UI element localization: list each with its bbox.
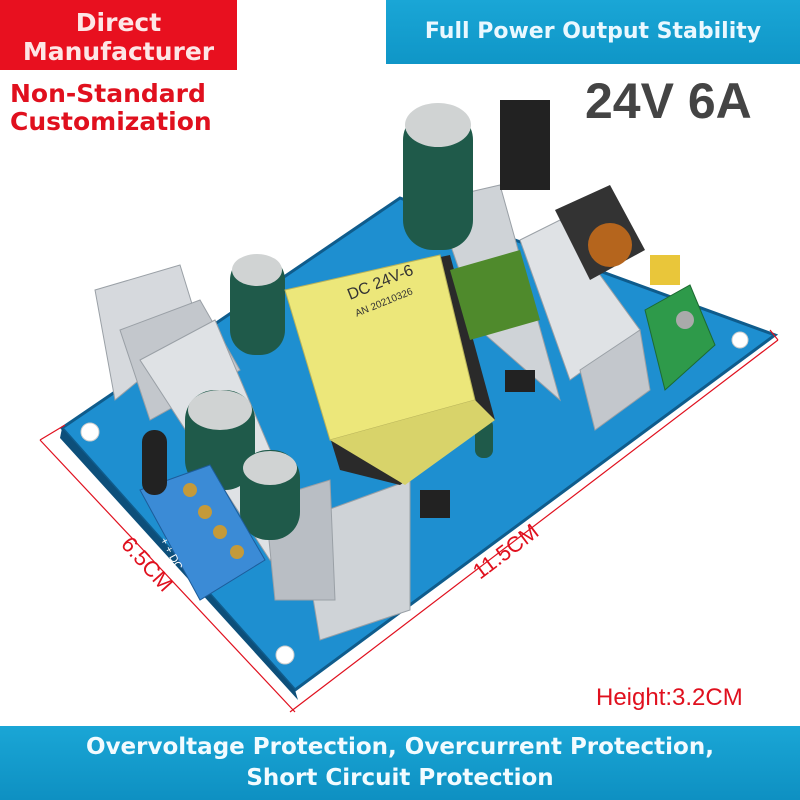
bottom-banner: Overvoltage Protection, Overcurrent Prot… <box>0 726 800 800</box>
dimension-lines <box>39 329 779 713</box>
badge-line: Direct <box>75 8 162 37</box>
capacitors <box>185 103 493 540</box>
top-banner: Full Power Output Stability <box>386 0 800 64</box>
height-dimension: Height:3.2CM <box>596 684 743 711</box>
customization-text: Non-Standard Customization <box>10 80 212 136</box>
footer-line: Short Circuit Protection <box>246 765 554 791</box>
left-heatsink <box>94 264 411 641</box>
spec-text: 24V 6A <box>585 73 752 129</box>
transformer: DC 24V-6 AN 20210326 <box>284 254 495 485</box>
badge-line: Manufacturer <box>22 37 215 66</box>
footer-line: Overvoltage Protection, Overcurrent Prot… <box>86 734 714 760</box>
ac-input-terminal <box>644 255 716 391</box>
custom-line: Customization <box>10 107 212 136</box>
dc-output-terminal: + + DC - <box>139 430 266 601</box>
direct-manufacturer-badge: Direct Manufacturer <box>0 0 237 70</box>
custom-line: Non-Standard <box>10 79 206 108</box>
